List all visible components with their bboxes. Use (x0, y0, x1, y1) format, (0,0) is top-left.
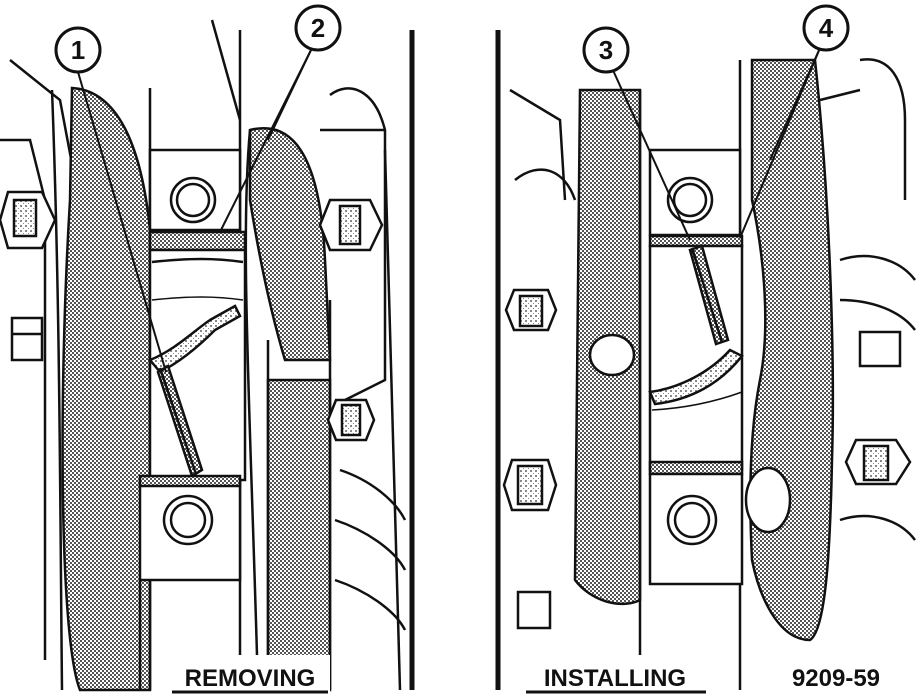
roll-in-pin-tool (688, 244, 730, 346)
main-bearing-cap-lower (648, 472, 744, 586)
panel-installing (502, 58, 916, 690)
hex-nut-icon (10, 316, 44, 362)
oil-passage (147, 304, 242, 374)
panel-removing (0, 19, 407, 692)
hex-nut-icon (858, 330, 902, 368)
oil-passage (648, 348, 744, 406)
svg-text:9209-59: 9209-59 (792, 665, 880, 692)
svg-text:3: 3 (599, 35, 613, 65)
connecting-rod (819, 58, 907, 200)
hex-nut-icon (844, 438, 912, 486)
bearing-shell (148, 230, 247, 252)
bolt-hole (666, 494, 718, 546)
hex-nut-icon (326, 398, 376, 442)
hex-nut-icon (318, 198, 384, 252)
svg-text:REMOVING: REMOVING (185, 665, 316, 692)
callout-1: 1 (54, 26, 102, 74)
bolt-hole (666, 176, 714, 224)
counterweight-hole (744, 466, 792, 534)
counterweight (749, 58, 835, 642)
hex-nut-icon (504, 288, 558, 332)
oil-hole (588, 333, 636, 377)
svg-text:1: 1 (71, 35, 85, 65)
callout-2: 2 (294, 4, 342, 52)
hex-nut-icon (502, 458, 558, 512)
crankshaft-web (61, 86, 152, 692)
caption-removing: REMOVING (168, 655, 330, 694)
callout-3: 3 (582, 26, 630, 74)
figure-id: 9209-59 (762, 658, 912, 692)
callout-leaders (77, 47, 821, 373)
bolt-hole (162, 494, 214, 546)
counterweight (248, 127, 332, 362)
bearing-shell (648, 234, 744, 248)
callout-4: 4 (802, 4, 850, 52)
crankshaft-web-edge (50, 89, 64, 691)
engine-block-outline (509, 88, 577, 201)
svg-text:INSTALLING: INSTALLING (544, 665, 686, 692)
caption-installing: INSTALLING (522, 655, 710, 694)
hex-nut-icon (0, 190, 57, 250)
svg-text:2: 2 (311, 13, 325, 43)
bolt-hole (169, 176, 217, 224)
svg-text:4: 4 (819, 13, 834, 43)
